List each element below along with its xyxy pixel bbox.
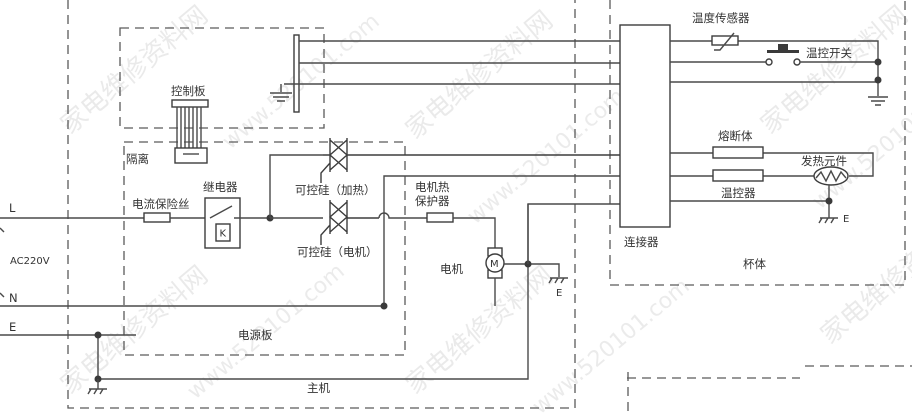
triac-heating-icon	[320, 138, 620, 183]
control-board-boundary	[119, 27, 325, 129]
temperature-switch-label: 温控开关	[806, 46, 852, 60]
voltage-label: AC220V	[10, 256, 50, 267]
isolation-label: 隔离	[126, 152, 149, 166]
earth-wire	[97, 203, 620, 380]
junction-dot	[825, 197, 833, 205]
motor-thermal-protector	[426, 212, 454, 223]
heating-element-icon	[813, 166, 849, 186]
motor-label: 电机	[440, 262, 463, 276]
main-unit-label: 主机	[307, 381, 330, 395]
cup-body-boundary	[609, 0, 906, 286]
triac-heating-label: 可控硅（加热）	[295, 183, 376, 197]
cup-body-circuit: 温度传感器 温控开关 熔断体 温控器 发热元件 E	[670, 11, 888, 225]
heating-element-label: 发热元件	[801, 154, 847, 168]
watermark-text: 家电维修资料网	[400, 5, 559, 145]
switch-contact	[793, 58, 801, 66]
push-switch-icon	[767, 50, 799, 53]
push-switch-button	[778, 44, 788, 50]
thermal-fuse-label: 熔断体	[718, 129, 753, 143]
thermostat-label: 温控器	[721, 186, 756, 200]
relay-switch-icon	[209, 205, 270, 219]
ground-icon	[868, 96, 888, 106]
chassis-ground-icon	[548, 277, 568, 284]
watermark-text: 家电维修资料网	[55, 0, 214, 140]
isolation-block	[174, 147, 208, 164]
motor-protector-label-line1: 电机热	[415, 180, 450, 194]
switch-contact	[765, 58, 773, 66]
watermark-url: www.520101.com	[463, 84, 630, 230]
power-board-boundary	[123, 141, 406, 356]
junction-dot	[94, 331, 102, 339]
junction-dot	[874, 76, 882, 84]
triac-motor-icon	[320, 200, 379, 245]
motor: M	[485, 247, 568, 306]
wire-crossover	[378, 212, 431, 219]
relay: K	[204, 197, 270, 249]
triacs	[266, 138, 620, 310]
connector-label: 连接器	[624, 235, 659, 249]
wire	[670, 81, 879, 96]
terminal-mark	[0, 227, 5, 298]
wire	[269, 154, 323, 219]
current-fuse	[143, 212, 171, 223]
mains-wiring	[0, 203, 620, 395]
watermark-url: www.520101.com	[218, 9, 385, 155]
control-board-label: 控制板	[171, 84, 206, 98]
cup-body-label: 杯体	[743, 257, 766, 271]
earth-label: E	[9, 320, 16, 334]
wire	[670, 40, 879, 82]
wire	[453, 217, 496, 250]
wire	[670, 152, 874, 177]
wire	[504, 263, 560, 277]
watermark-text: 家电维修资料网	[815, 210, 912, 350]
junction-dot	[380, 302, 388, 310]
control-board-bar	[171, 99, 209, 108]
ground-icon	[270, 84, 292, 102]
current-fuse-label: 电流保险丝	[132, 197, 190, 211]
chassis-ground-icon	[818, 217, 838, 224]
temperature-sensor-label: 温度传感器	[692, 11, 750, 25]
triac-motor-label: 可控硅（电机）	[297, 245, 378, 259]
junction-dot	[874, 58, 882, 66]
control-board-pins	[176, 107, 202, 150]
thermistor-slash-icon	[714, 32, 735, 51]
heater-earth-label: E	[843, 214, 849, 225]
power-board-label: 电源板	[238, 328, 273, 342]
watermark-url: www.520101.com	[528, 274, 695, 416]
relay-coil-label: K	[220, 229, 227, 240]
chassis-ground-icon	[87, 379, 107, 395]
motor-icon	[485, 253, 505, 273]
motor-symbol: M	[490, 259, 499, 270]
wire	[383, 175, 620, 306]
connector-block	[619, 24, 671, 228]
neutral-label: N	[9, 291, 18, 305]
control-board-connector	[270, 34, 620, 113]
relay-coil	[215, 223, 231, 242]
watermark-text: 家电维修资料网	[755, 0, 912, 140]
thermal-fuse	[712, 146, 764, 159]
thermostat	[712, 169, 764, 182]
heating-coil	[815, 169, 847, 183]
control-board	[171, 99, 209, 164]
relay-label: 继电器	[203, 180, 238, 194]
motor-protector-label-line2: 保护器	[415, 194, 450, 208]
motor-earth-label: E	[556, 288, 562, 299]
pin-header	[293, 34, 300, 113]
line-label: L	[9, 201, 16, 215]
